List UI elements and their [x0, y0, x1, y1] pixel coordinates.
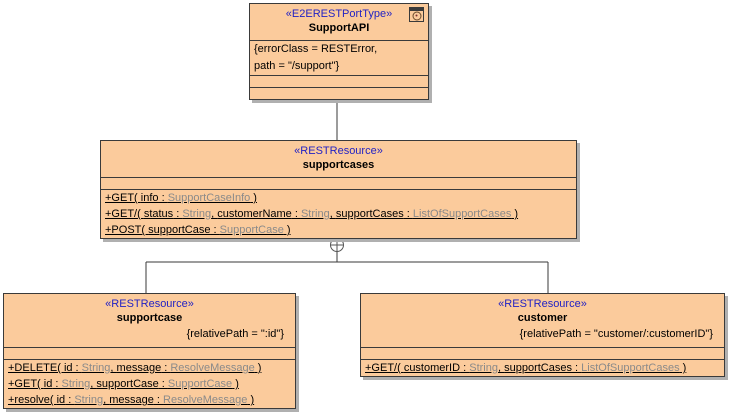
support-api-stereotype: «E2ERESTPortType»: [285, 8, 393, 20]
connector-supportcases-to-children: [145, 238, 549, 293]
operation-row: +GET( info : SupportCaseInfo ): [105, 192, 257, 204]
support-api-tag-1: path = "/support"}: [254, 60, 340, 72]
customer-header: «RESTResource» customer {relativePath = …: [361, 294, 724, 347]
supportcases-name: supportcases: [302, 159, 375, 171]
supportcase-operations: +DELETE( id : String, message : ResolveM…: [4, 359, 295, 408]
support-api-name: SupportAPI: [308, 22, 370, 34]
supportcase-attributes: [4, 347, 295, 359]
uml-class-supportcase[interactable]: «RESTResource» supportcase {relativePath…: [3, 293, 296, 409]
supportcases-header: «RESTResource» supportcases: [101, 141, 576, 177]
customer-name: customer: [517, 312, 568, 324]
customer-operations: +GET/( customerID : String, supportCases…: [361, 359, 724, 376]
operation-row: +GET/( status : String, customerName : S…: [105, 208, 519, 220]
operation-row: +resolve( id : String, message : Resolve…: [8, 394, 255, 406]
supportcases-stereotype: «RESTResource»: [294, 145, 383, 157]
supportcase-name: supportcase: [116, 312, 183, 324]
uml-class-customer[interactable]: «RESTResource» customer {relativePath = …: [360, 293, 725, 377]
supportcase-stereotype: «RESTResource»: [105, 298, 194, 310]
operation-row: +DELETE( id : String, message : ResolveM…: [8, 362, 262, 374]
operation-row: +GET/( customerID : String, supportCases…: [365, 362, 687, 374]
uml-class-support-api[interactable]: «E2ERESTPortType» SupportAPI {errorClass…: [249, 3, 429, 100]
customer-stereotype: «RESTResource»: [498, 298, 587, 310]
supportcase-tag-0: {relativePath = ":id"}: [186, 328, 284, 340]
support-api-operations: [250, 87, 428, 99]
support-api-header: «E2ERESTPortType» SupportAPI: [250, 4, 428, 40]
support-api-attributes: [250, 75, 428, 87]
customer-attributes: [361, 347, 724, 359]
supportcases-operations: +GET( info : SupportCaseInfo ) +GET/( sta…: [101, 189, 576, 238]
uml-class-supportcases[interactable]: «RESTResource» supportcases +GET( info :…: [100, 140, 577, 239]
port-type-icon: [409, 7, 424, 22]
support-api-tags: {errorClass = RESTError, path = "/suppor…: [250, 40, 428, 75]
customer-tag-0: {relativePath = "customer/:customerID"}: [519, 328, 713, 340]
supportcases-attributes: [101, 177, 576, 189]
support-api-tag-0: {errorClass = RESTError,: [254, 43, 378, 55]
operation-row: +GET( id : String, supportCase : Support…: [8, 378, 239, 390]
operation-row: +POST( supportCase : SupportCase ): [105, 224, 291, 236]
supportcase-header: «RESTResource» supportcase {relativePath…: [4, 294, 295, 347]
